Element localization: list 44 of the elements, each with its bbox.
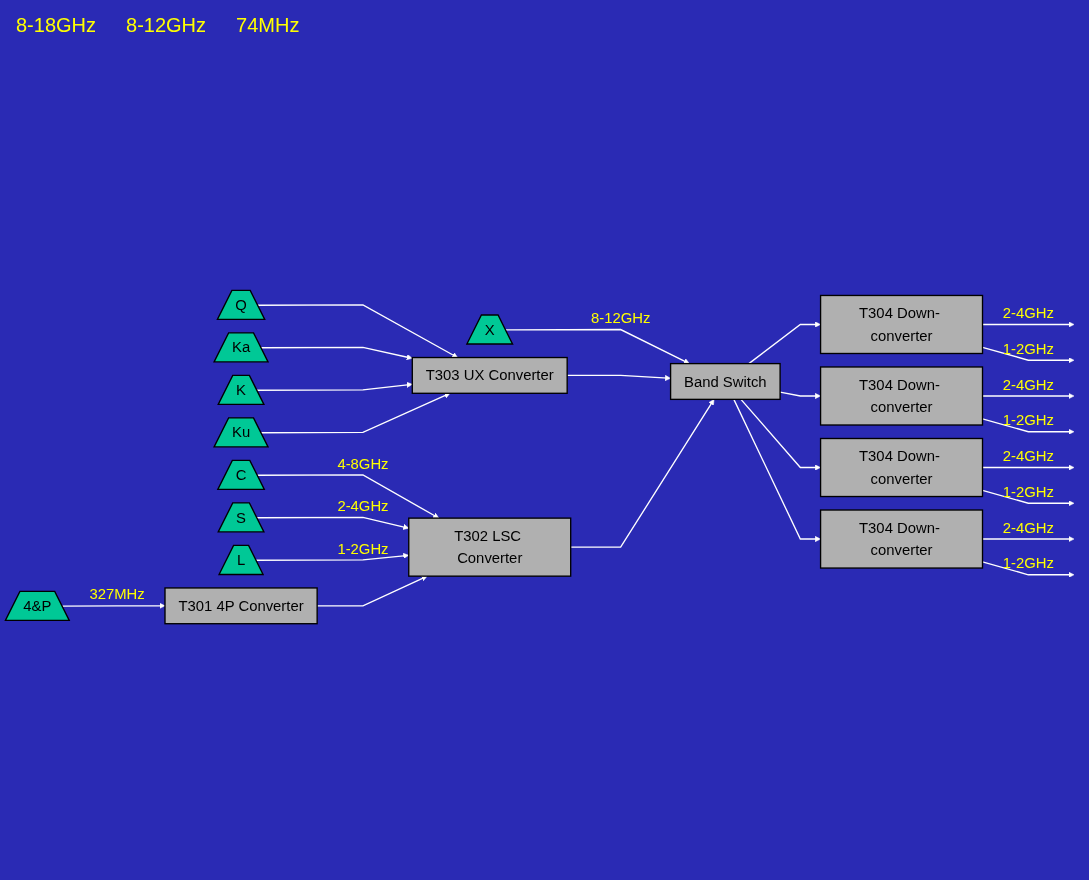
feed-horn: Ka [213,332,270,364]
arrow [256,382,413,392]
frequency-label: 1-2GHz [337,541,389,558]
converter-box: T304 Down- converter [819,509,984,570]
arrow [504,329,690,365]
frequency-label: 2-4GHz [1002,448,1054,466]
frequency-label: 327MHz [89,587,145,604]
converter-box: T302 LSC Converter [408,517,572,578]
feed-horn: X [465,314,514,346]
feed-horn: K [217,375,265,406]
arrow [256,474,440,519]
frequency-label: 4-8GHz [337,456,389,473]
arrow [260,393,451,434]
arrow [260,347,413,361]
converter-box: T304 Down- converter [819,295,984,355]
arrow [733,399,821,543]
arrow [257,304,458,359]
frequency-label: 2-4GHz [1002,520,1054,537]
arrow [748,321,821,365]
converter-box: T304 Down- converter [819,366,984,427]
feed-horn: Ku [213,417,270,449]
frequency-label: 1-2GHz [1002,412,1054,430]
feed-horn: S [217,502,265,534]
frequency-label: 8-12GHz [126,14,207,37]
arrow [740,399,821,471]
frequency-label: 2-4GHz [337,498,389,515]
converter-box: T301 4P Converter [164,587,318,625]
feed-horn: 4&P [4,591,71,622]
frequency-label: 2-4GHz [1002,305,1054,322]
frequency-label: 1-2GHz [1002,484,1054,501]
arrow [570,399,715,549]
frequency-label: 8-18GHz [16,14,97,37]
frequency-label: 2-4GHz [1002,377,1054,394]
feed-horn: L [217,545,265,576]
feed-horn: Q [216,290,266,321]
converter-box: T304 Down- converter [819,438,984,498]
frequency-label: 8-12GHz [590,310,651,328]
feed-horn: C [216,460,266,491]
arrow [61,603,166,610]
converter-box: T303 UX Converter [411,357,568,395]
frequency-label: 74MHz [236,14,300,37]
frequency-label: 1-2GHz [1002,556,1054,573]
switch-box: Band Switch [669,363,781,401]
frequency-label: 1-2GHz [1002,341,1054,358]
